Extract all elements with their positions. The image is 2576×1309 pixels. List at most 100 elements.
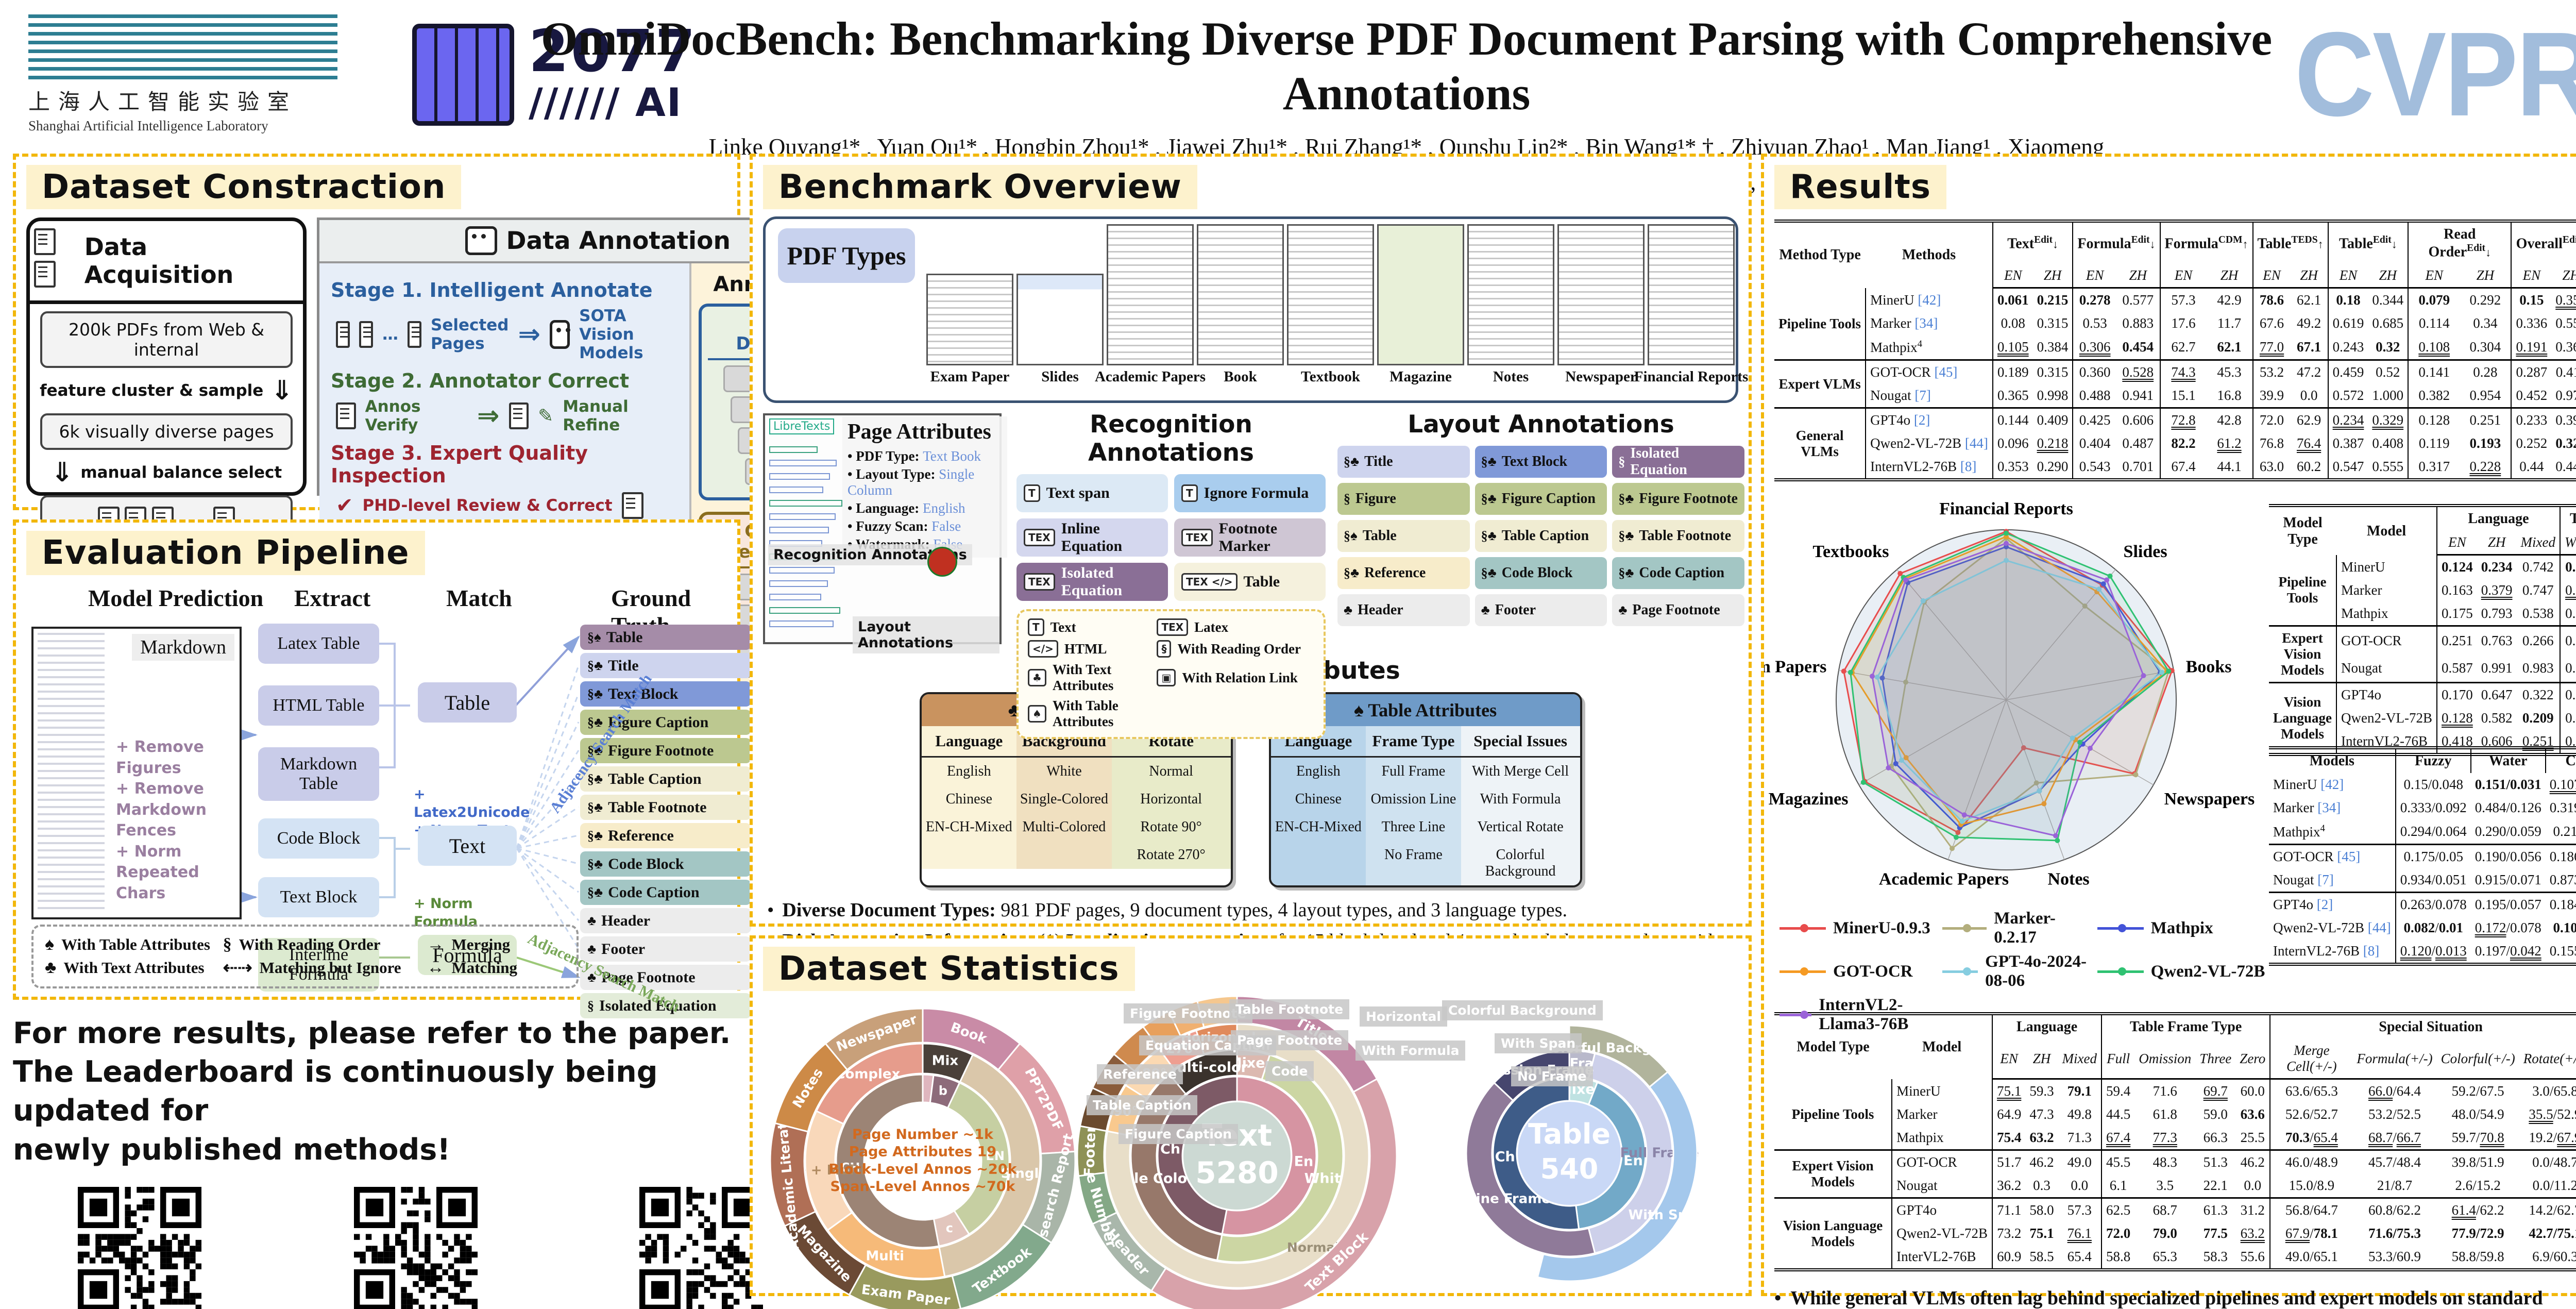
shanghai-ai-lab-name-cn: 上海人工智能实验室 — [28, 89, 298, 114]
pdf-types-label: PDF Types — [778, 228, 915, 283]
data-annotation-title: Data Annotation — [506, 226, 731, 255]
svg-text:Few Line Frame: Few Line Frame — [1433, 1191, 1551, 1207]
radar-legend-item: Marker-0.2.17 — [1942, 909, 2094, 947]
doc-type-radar-chart: Financial ReportsSlidesBooksNewspapersNo… — [1764, 499, 2255, 889]
diverse-pages-box: 6k visually diverse pages — [40, 413, 293, 450]
pdf-type-thumb: Book — [1197, 224, 1284, 385]
down-arrow-icon: ⇓ — [270, 375, 293, 406]
svg-text:Block-Level Annos ~20k: Block-Level Annos ~20k — [828, 1161, 1017, 1177]
data-acquisition-title: Data Acquisition — [84, 233, 234, 289]
svg-text:Mix: Mix — [932, 1053, 959, 1068]
qr-card-github[interactable]: ●GithubOmniDocBench — [298, 1186, 534, 1309]
ground-truth-chip: §♣Title — [580, 653, 751, 678]
layout-annotations-overlay: Layout Annotations — [853, 616, 999, 653]
layout-chip: §♣Table Footnote — [1612, 520, 1744, 552]
svg-text:Books: Books — [2186, 658, 2232, 677]
ground-truth-chip: §♣Code Caption — [580, 880, 751, 905]
svg-text:Table: Table — [1528, 1118, 1611, 1150]
col-header-extract: Extract — [294, 585, 371, 611]
legend-item: →Merging — [427, 935, 511, 954]
fake-code-lines — [38, 633, 105, 911]
ground-truth-chip: §Isolated Equation — [580, 993, 751, 1018]
qr-code[interactable] — [78, 1186, 202, 1309]
apple-figure — [927, 547, 957, 577]
pdf-type-thumb: Newspaper — [1557, 224, 1645, 385]
qr-code[interactable] — [354, 1186, 478, 1309]
page-title: OmniDocBench: Benchmarking Diverse PDF D… — [540, 12, 2273, 120]
extract-box: Markdown Table — [258, 747, 379, 801]
stat-callout: Figure Caption — [1118, 1124, 1238, 1144]
normalization-notes: + Remove Figures+ Remove Markdown Fences… — [116, 738, 207, 902]
layout-chip: §♣Title — [1337, 446, 1470, 478]
recognition-legend-item: ♣With Text Attributes — [1028, 662, 1154, 694]
layout-annotations-panel: Layout Annotations §♣Title§♣Text Block§I… — [1337, 410, 1744, 626]
down-arrow-icon: ⇓ — [50, 457, 74, 488]
stat-callout: With Formula — [1355, 1041, 1466, 1061]
layout-chip: §♣Code Caption — [1612, 557, 1744, 589]
extract-box: Interline Formula — [258, 938, 379, 992]
legend-item: ⇠⇢Matching but Ignore — [223, 959, 401, 978]
col-header-match: Match — [446, 585, 512, 611]
shanghai-ai-lab-name-en: Shanghai Artificial Intelligence Laborat… — [28, 118, 268, 133]
match-box: Formula — [418, 935, 517, 975]
section-title-results: Results — [1774, 165, 1946, 209]
legend-item: §With Reading Order — [223, 935, 381, 954]
stat-callout: Table Caption — [1087, 1095, 1198, 1115]
svg-text:CH: CH — [841, 1160, 860, 1174]
svg-text:Textbooks: Textbooks — [1812, 542, 1889, 561]
recognition-annotations-title: Recognition Annotations — [1088, 410, 1255, 467]
pdf-type-thumb: Textbook — [1287, 224, 1374, 385]
layout-chip: §♠Table — [1337, 520, 1470, 552]
pdf-type-thumb: Slides — [1016, 224, 1104, 385]
documents-icon — [34, 228, 76, 293]
stage2-title: Stage 2. Annotator Correct — [331, 370, 630, 392]
svg-text:540: 540 — [1540, 1152, 1599, 1185]
ground-truth-chip: §♣Reference — [580, 823, 751, 848]
svg-text:With Span: With Span — [1628, 1207, 1706, 1223]
svg-text:Magazines: Magazines — [1769, 790, 1849, 809]
extract-box: HTML Table — [258, 685, 379, 726]
svg-text:EN: EN — [986, 1149, 1004, 1163]
selected-pages-label: Selected Pages — [431, 316, 509, 353]
section-title-stats: Dataset Statistics — [763, 947, 1135, 991]
svg-text:Ch: Ch — [1495, 1149, 1515, 1165]
feature-cluster-label: feature cluster & sample — [40, 381, 264, 400]
svg-text:b: b — [939, 1084, 947, 1098]
layout-chip: ♣Page Footnote — [1612, 594, 1744, 626]
pdf-type-thumb: Notes — [1467, 224, 1554, 385]
stat-callout: Horizontal — [1360, 1006, 1447, 1027]
shanghai-ai-lab-logo: 上海人工智能实验室 Shanghai Artificial Intelligen… — [28, 14, 379, 141]
extract-box: Code Block — [258, 818, 379, 859]
ground-truth-chip: ♣Page Footnote — [580, 965, 751, 990]
stat-callout: Table Footnote — [1229, 999, 1350, 1019]
col-header-model-prediction: Model Prediction — [88, 585, 264, 611]
layout-chip: §Isolated Equation — [1612, 445, 1744, 478]
ground-truth-chip: ♣Footer — [580, 936, 751, 962]
radar-legend-item: GOT-OCR — [1780, 952, 1939, 991]
ground-truth-chip: §♣Table Caption — [580, 766, 751, 792]
section-title-benchmark: Benchmark Overview — [763, 165, 1197, 209]
radar-legend-item: InternVL2-Llama3-76B — [1780, 996, 1939, 1034]
qr-card-project[interactable]: ☺ProjectOmniDocbench — [581, 1186, 822, 1309]
ground-truth-chip: §♣Figure Caption — [580, 710, 751, 735]
svg-text:5280: 5280 — [1195, 1155, 1278, 1190]
stat-callout: Code — [1265, 1061, 1314, 1081]
qr-card-arxiv[interactable]: ×arXivOmniDocBench — [28, 1186, 251, 1309]
layout-chip: §♣Reference — [1337, 557, 1470, 589]
qr-code[interactable] — [639, 1186, 764, 1309]
svg-text:En: En — [1623, 1153, 1643, 1169]
layout-annotations-title: Layout Annotations — [1408, 410, 1674, 439]
